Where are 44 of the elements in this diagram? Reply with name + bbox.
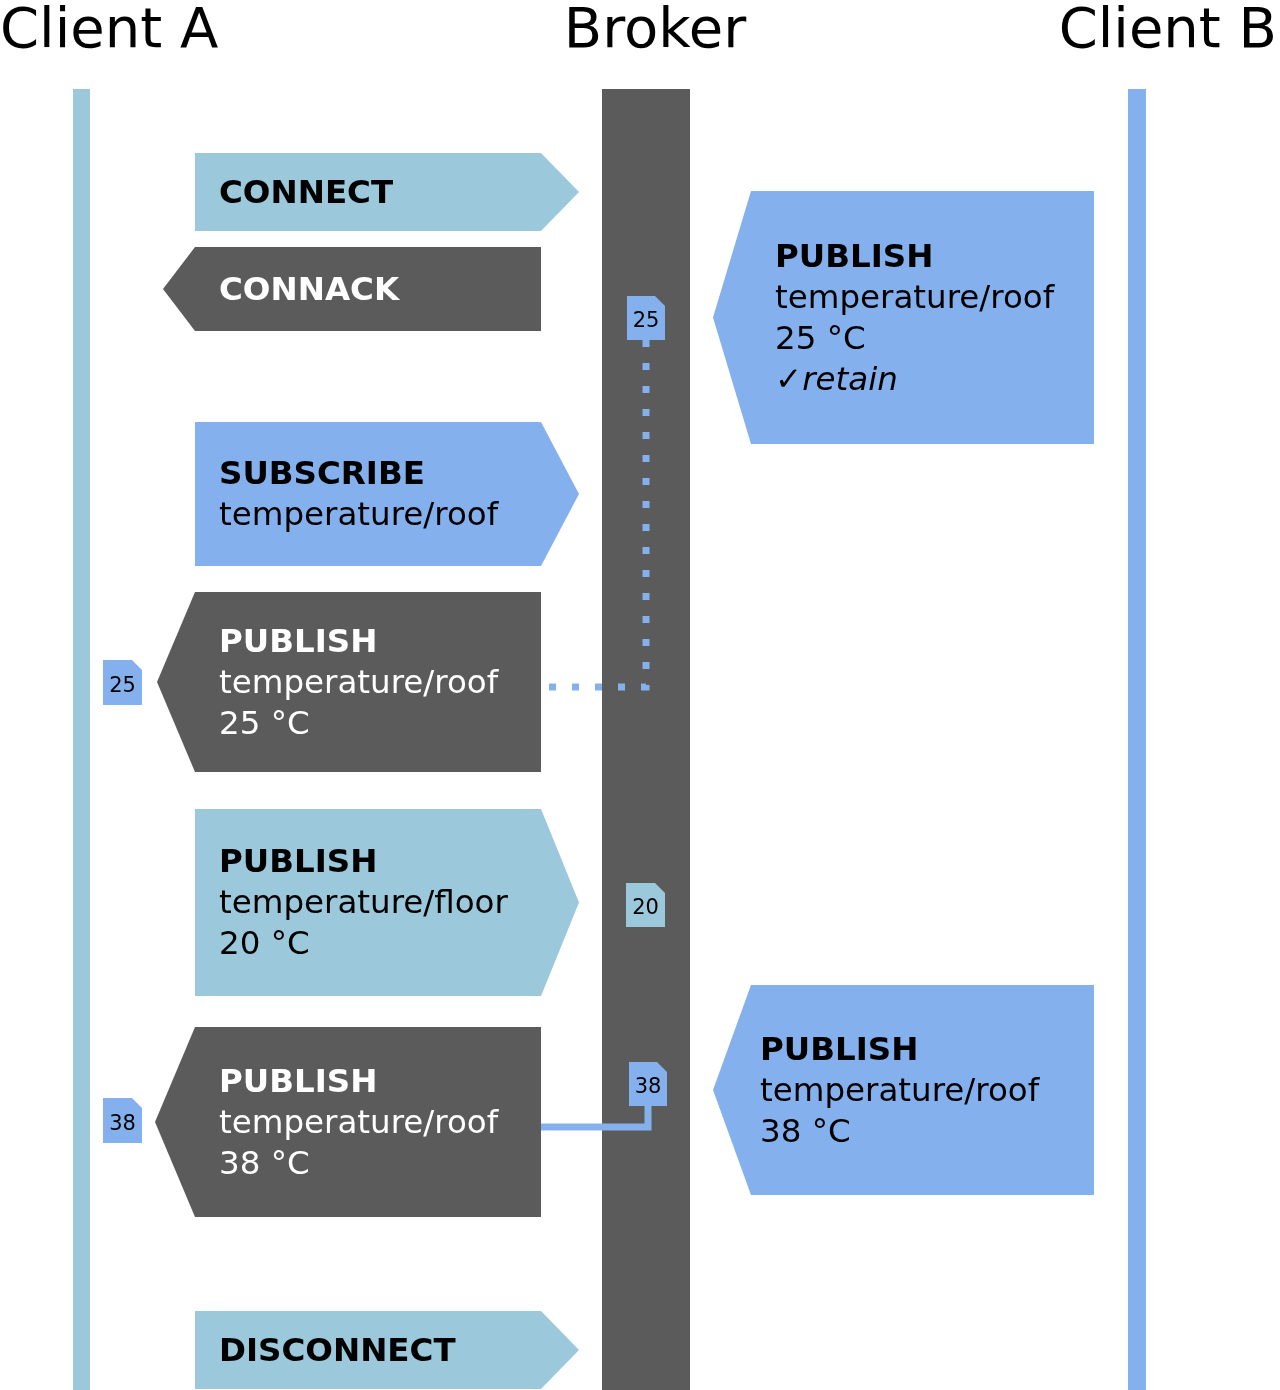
message-type: PUBLISH: [219, 1060, 378, 1102]
lifeline-label: Client A: [0, 0, 219, 56]
message-type: PUBLISH: [219, 620, 378, 662]
message-box: [195, 153, 579, 231]
payload-tag: [629, 1062, 667, 1106]
message-type: CONNACK: [219, 268, 400, 310]
tag-value: 20: [632, 895, 659, 919]
message-type: DISCONNECT: [219, 1329, 456, 1371]
payload-tag: [627, 296, 665, 340]
message-type: PUBLISH: [775, 235, 934, 277]
payload-value: 25 °C: [219, 702, 310, 744]
message-type: SUBSCRIBE: [219, 453, 425, 494]
payload-value: 25 °C: [775, 317, 866, 359]
lifeline-label: Client B: [1058, 0, 1277, 56]
message-box: [157, 592, 541, 772]
message-type: PUBLISH: [219, 841, 378, 882]
message-box: [163, 247, 541, 331]
connector-line: [541, 1106, 652, 1131]
lifeline-label: Broker: [563, 0, 747, 56]
message-box: [155, 1027, 541, 1217]
message-type: CONNECT: [219, 171, 394, 213]
tag-value: 38: [634, 1074, 662, 1098]
message-box: [713, 191, 1094, 444]
message-box: [195, 422, 579, 566]
message-type: PUBLISH: [760, 1028, 919, 1070]
topic-text: temperature/roof: [219, 494, 499, 535]
topic-text: temperature/roof: [775, 276, 1055, 318]
payload-value: 38 °C: [219, 1142, 310, 1184]
topic-text: temperature/roof: [760, 1069, 1040, 1111]
topic-text: temperature/floor: [219, 882, 508, 923]
topic-text: temperature/roof: [219, 1101, 499, 1143]
payload-tag: [626, 883, 665, 927]
tag-value: 25: [632, 308, 660, 332]
payload-value: 20 °C: [219, 923, 310, 964]
payload-tag: [103, 1098, 142, 1143]
topic-text: temperature/roof: [219, 661, 499, 703]
tag-value: 38: [109, 1110, 136, 1135]
payload-value: 38 °C: [760, 1110, 851, 1152]
message-box: [713, 985, 1094, 1195]
tag-value: 25: [109, 672, 136, 697]
message-box: [195, 809, 579, 996]
payload-tag: [103, 660, 142, 705]
message-box: [195, 1311, 579, 1389]
retain-label: ✓retain: [775, 358, 898, 400]
